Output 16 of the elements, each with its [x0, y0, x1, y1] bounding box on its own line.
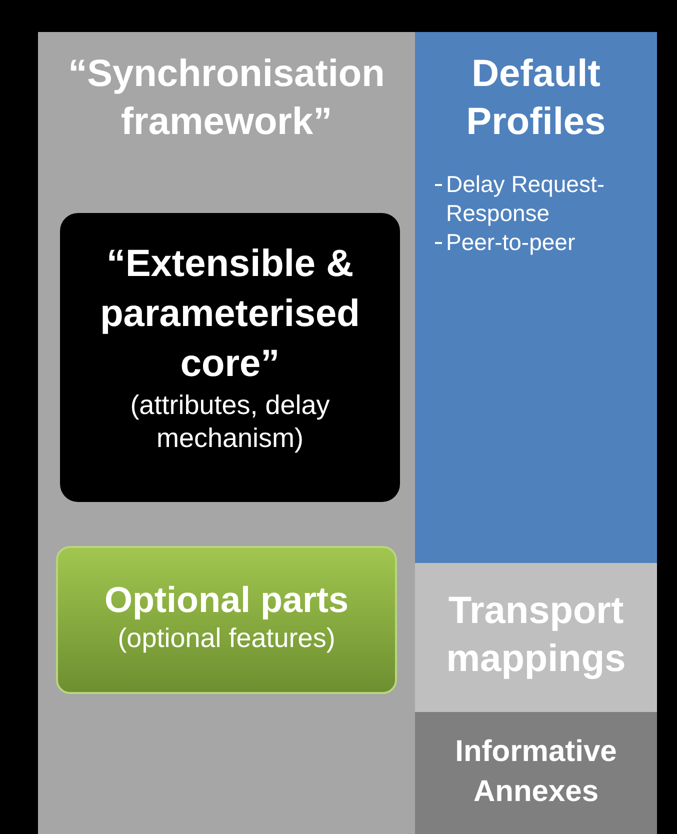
heading: Informative Annexes: [454, 734, 618, 810]
description: (attributes, delay mechanism): [129, 389, 331, 455]
transport-panel: [415, 563, 657, 712]
heading: Optional parts: [103, 578, 350, 622]
heading: Default Profiles: [465, 52, 607, 145]
list-item: Delay Request-Response: [446, 170, 606, 228]
profile-panel: [415, 32, 657, 563]
heading: “Extensible & parameterised core”: [99, 242, 361, 387]
heading: “Synchronisation framework”: [67, 52, 386, 145]
list-item: Peer-to-peer: [446, 228, 576, 257]
description: (optional features): [116, 622, 336, 655]
annex-panel: [415, 712, 657, 834]
core-box: [60, 213, 400, 502]
heading: Transport mappings: [445, 589, 627, 682]
optional-box: [56, 546, 397, 694]
panel-background: [38, 32, 415, 834]
